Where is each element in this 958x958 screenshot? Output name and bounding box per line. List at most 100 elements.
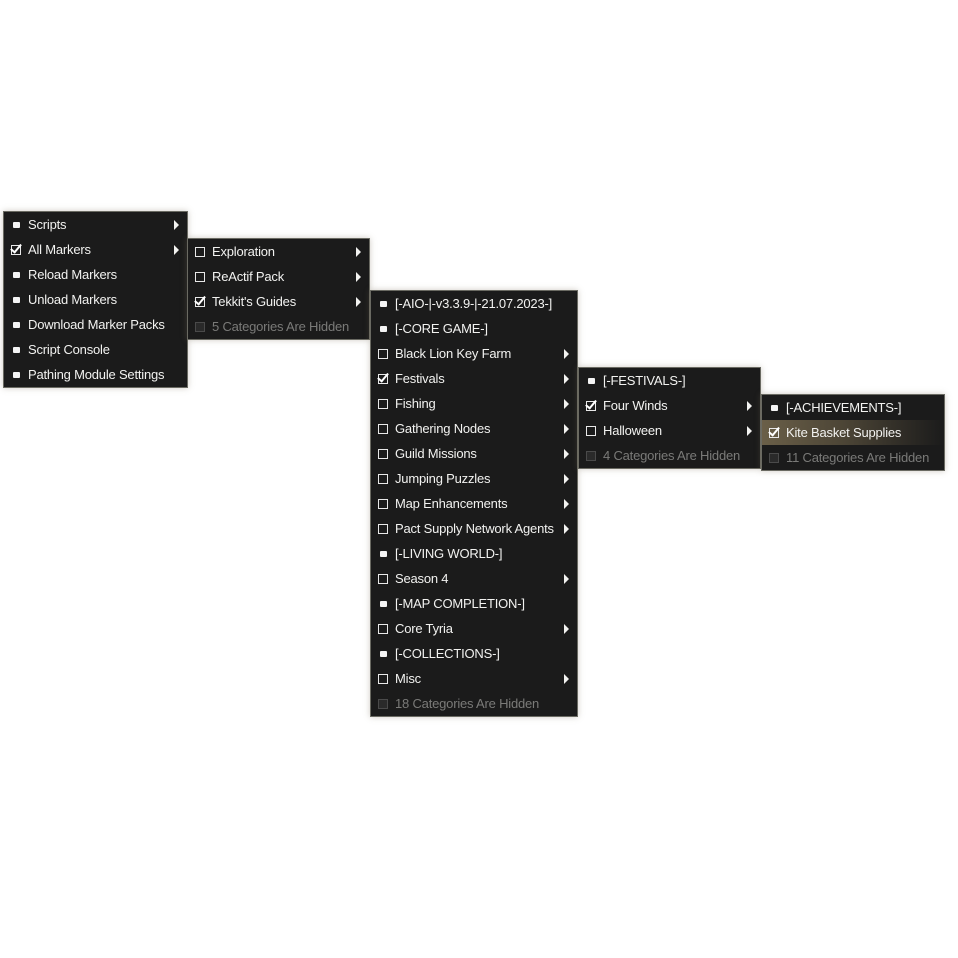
menu-item-all-markers[interactable]: All Markers — [4, 237, 187, 262]
checkbox-checked-icon[interactable] — [586, 400, 596, 411]
checkbox — [371, 341, 395, 366]
menu-item-achievements[interactable]: [-ACHIEVEMENTS-] — [762, 395, 944, 420]
menu-item-fishing[interactable]: Fishing — [371, 391, 577, 416]
checkbox — [579, 393, 603, 418]
menu-item-label: Map Enhancements — [395, 496, 508, 511]
checkbox — [371, 616, 395, 641]
menu-item-label: Exploration — [212, 244, 275, 259]
checkbox — [371, 666, 395, 691]
menu-item-unload-markers[interactable]: Unload Markers — [4, 287, 187, 312]
menu-item-living-world[interactable]: [-LIVING WORLD-] — [371, 541, 577, 566]
menu-item-festivals[interactable]: Festivals — [371, 366, 577, 391]
checkbox — [188, 264, 212, 289]
menu-item-label: Four Winds — [603, 398, 668, 413]
checkbox — [762, 445, 786, 470]
bullet-icon — [379, 600, 387, 607]
checkbox-unchecked-icon[interactable] — [195, 246, 205, 257]
bullet-icon — [379, 550, 387, 557]
chevron-right-icon — [564, 398, 569, 409]
checkbox-unchecked-icon[interactable] — [195, 271, 205, 282]
checkbox-unchecked-icon[interactable] — [378, 448, 388, 459]
menu-item-label: Jumping Puzzles — [395, 471, 491, 486]
menu-item-season-4[interactable]: Season 4 — [371, 566, 577, 591]
checkbox-unchecked-icon[interactable] — [378, 573, 388, 584]
chevron-right-icon — [747, 425, 752, 436]
menu-item-label: Guild Missions — [395, 446, 477, 461]
menu-item-exploration[interactable]: Exploration — [188, 239, 369, 264]
checkbox-unchecked-icon[interactable] — [586, 425, 596, 436]
menu-item-label: Fishing — [395, 396, 436, 411]
checkbox — [4, 237, 28, 262]
bullet-icon — [371, 541, 395, 566]
menu-item-pact-supply-network-agents[interactable]: Pact Supply Network Agents — [371, 516, 577, 541]
chevron-right-icon — [174, 219, 179, 230]
checkbox — [579, 443, 603, 468]
checkbox-checked-icon[interactable] — [769, 427, 779, 438]
checkbox-unchecked-icon[interactable] — [378, 623, 388, 634]
menu-item-label: Core Tyria — [395, 621, 453, 636]
menu-item-guild-missions[interactable]: Guild Missions — [371, 441, 577, 466]
chevron-right-icon — [356, 246, 361, 257]
bullet-icon — [371, 316, 395, 341]
menu-item-scripts[interactable]: Scripts — [4, 212, 187, 237]
menu-item-jumping-puzzles[interactable]: Jumping Puzzles — [371, 466, 577, 491]
menu-item-pathing-module-settings[interactable]: Pathing Module Settings — [4, 362, 187, 387]
menu-item-label: Reload Markers — [28, 267, 117, 282]
checkbox — [371, 691, 395, 716]
bullet-icon — [4, 362, 28, 387]
menu-item-kite-basket-supplies[interactable]: Kite Basket Supplies — [762, 420, 944, 445]
menu-item-four-winds[interactable]: Four Winds — [579, 393, 760, 418]
bullet-icon — [770, 404, 778, 411]
chevron-right-icon — [564, 573, 569, 584]
chevron-right-icon — [356, 271, 361, 282]
menu-item-tekkit-s-guides[interactable]: Tekkit's Guides — [188, 289, 369, 314]
checkbox — [371, 566, 395, 591]
checkbox-checked-icon[interactable] — [378, 373, 388, 384]
menu-item-aio-v3-3-9-21-07-2023[interactable]: [-AIO-|-v3.3.9-|-21.07.2023-] — [371, 291, 577, 316]
checkbox-unchecked-icon[interactable] — [378, 673, 388, 684]
menu-item-core-game[interactable]: [-CORE GAME-] — [371, 316, 577, 341]
bullet-icon — [12, 296, 20, 303]
checkbox-checked-icon[interactable] — [195, 296, 205, 307]
menu-item-core-tyria[interactable]: Core Tyria — [371, 616, 577, 641]
menu-item-label: 18 Categories Are Hidden — [395, 696, 540, 711]
menu-item-reactif-pack[interactable]: ReActif Pack — [188, 264, 369, 289]
chevron-right-icon — [564, 498, 569, 509]
checkbox-unchecked-icon[interactable] — [378, 398, 388, 409]
bullet-icon — [371, 591, 395, 616]
menu-item-script-console[interactable]: Script Console — [4, 337, 187, 362]
menu-item-collections[interactable]: [-COLLECTIONS-] — [371, 641, 577, 666]
bullet-icon — [12, 321, 20, 328]
menu-item-misc[interactable]: Misc — [371, 666, 577, 691]
menu-item-festivals[interactable]: [-FESTIVALS-] — [579, 368, 760, 393]
checkbox — [188, 289, 212, 314]
checkbox-unchecked-icon[interactable] — [378, 473, 388, 484]
checkbox-unchecked-icon[interactable] — [378, 423, 388, 434]
menu-item-map-enhancements[interactable]: Map Enhancements — [371, 491, 577, 516]
menu-item-label: [-CORE GAME-] — [395, 321, 488, 336]
checkbox-unchecked-icon[interactable] — [378, 348, 388, 359]
checkbox-checked-icon[interactable] — [11, 244, 21, 255]
chevron-right-icon — [564, 623, 569, 634]
menu-item-halloween[interactable]: Halloween — [579, 418, 760, 443]
menu-item-label: ReActif Pack — [212, 269, 285, 284]
chevron-right-icon — [356, 296, 361, 307]
chevron-right-icon — [564, 673, 569, 684]
bullet-icon — [4, 212, 28, 237]
chevron-right-icon — [564, 523, 569, 534]
menu-item-label: Halloween — [603, 423, 662, 438]
checkbox-unchecked-icon[interactable] — [378, 523, 388, 534]
menu-item-reload-markers[interactable]: Reload Markers — [4, 262, 187, 287]
menu-item-label: 5 Categories Are Hidden — [212, 319, 350, 334]
menu-item-label: [-LIVING WORLD-] — [395, 546, 503, 561]
menu-item-black-lion-key-farm[interactable]: Black Lion Key Farm — [371, 341, 577, 366]
menu-item-label: Festivals — [395, 371, 445, 386]
menu-item-map-completion[interactable]: [-MAP COMPLETION-] — [371, 591, 577, 616]
chevron-right-icon — [174, 244, 179, 255]
menu-item-download-marker-packs[interactable]: Download Marker Packs — [4, 312, 187, 337]
chevron-right-icon — [564, 448, 569, 459]
menu-item-gathering-nodes[interactable]: Gathering Nodes — [371, 416, 577, 441]
checkbox-unchecked-icon[interactable] — [378, 498, 388, 509]
